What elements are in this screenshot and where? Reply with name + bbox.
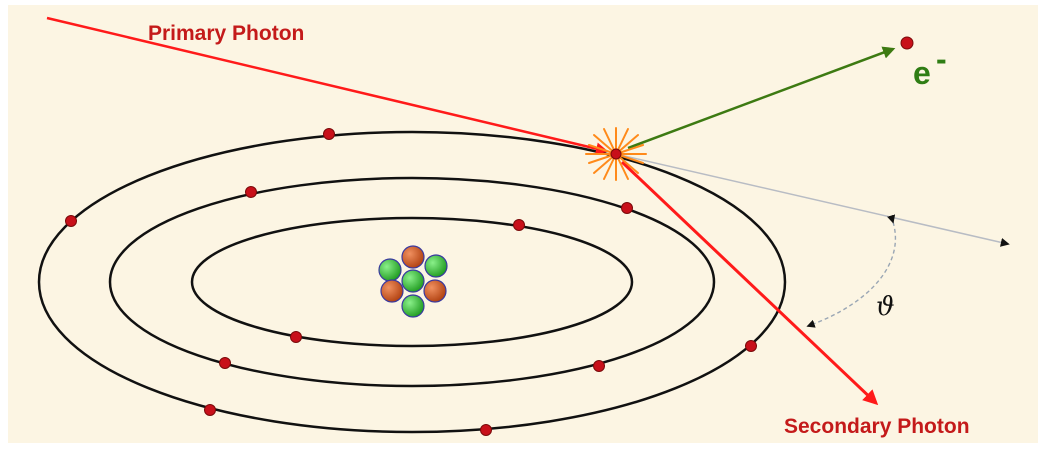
electron-dot [480, 424, 492, 436]
electron-dot [65, 215, 77, 227]
secondary-photon-label: Secondary Photon [784, 415, 970, 438]
proton [423, 279, 447, 303]
neutron [401, 294, 425, 318]
electron-label: e [913, 55, 931, 91]
incident-direction-line [615, 153, 1010, 247]
middle-orbit [108, 176, 716, 388]
neutron [378, 258, 402, 282]
electron-dot [513, 219, 525, 231]
scattering-angle-arc [806, 214, 897, 328]
ejected-electron-arrow [627, 46, 896, 150]
primary-photon-label: Primary Photon [148, 22, 304, 45]
electron-dot [219, 357, 231, 369]
outer-orbit [37, 130, 787, 434]
electron-charge-label: - [936, 41, 947, 77]
electron-dot [290, 331, 302, 343]
orbital-electrons [65, 128, 757, 436]
electron-dot [593, 360, 605, 372]
electron-dot [323, 128, 335, 140]
ejected-electron-dot [900, 36, 914, 50]
secondary-photon-arrow [620, 160, 879, 406]
struck-electron-dot [610, 148, 622, 160]
neutron [424, 254, 448, 278]
primary-photon-arrow [46, 16, 609, 155]
electron-dot [621, 202, 633, 214]
electron-dot [245, 186, 257, 198]
electron-orbits [37, 130, 787, 434]
inner-orbit [190, 216, 634, 348]
nucleus [378, 245, 448, 318]
scattering-angle-label: ϑ [876, 292, 895, 322]
neutron [401, 269, 425, 293]
proton [401, 245, 425, 269]
electron-dot [204, 404, 216, 416]
electron-dot [745, 340, 757, 352]
proton [380, 279, 404, 303]
